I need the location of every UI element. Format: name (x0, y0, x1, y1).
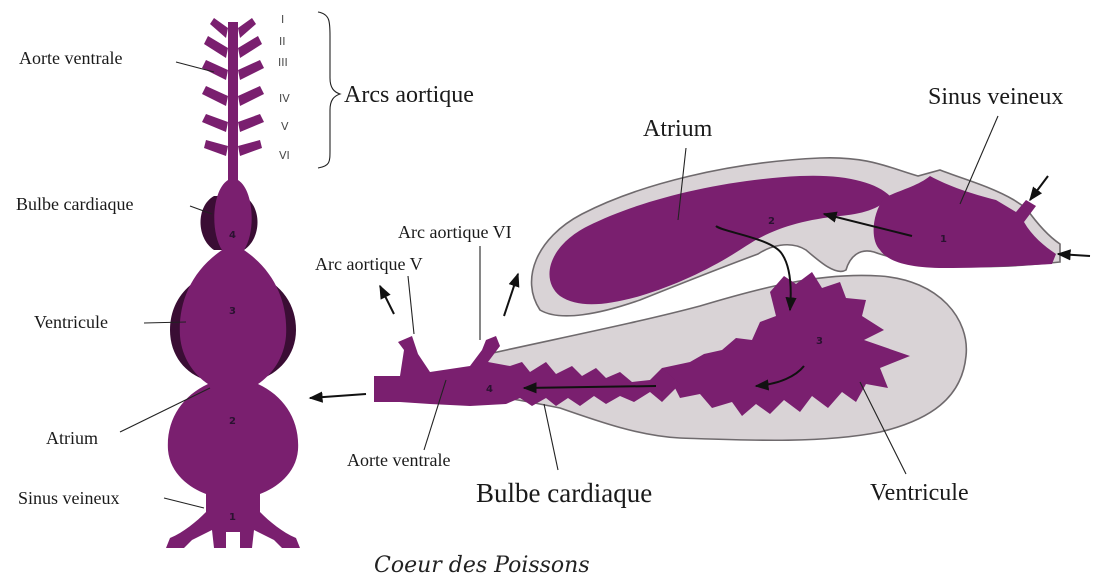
left-aorta-trunk (228, 22, 238, 154)
arches-brace (318, 12, 340, 168)
figure-caption: Coeur des Poissons (374, 553, 590, 578)
arch-numeral-6: VI (279, 149, 290, 162)
left-heart: I II III IV V VI 4 3 2 1 (166, 12, 340, 548)
right-heart: 1 2 3 4 (374, 158, 1060, 440)
arch-numeral-4: IV (279, 92, 290, 105)
arch-numeral-2: II (279, 35, 286, 48)
label-arcs-aortique: Arcs aortique (344, 82, 474, 108)
label-ventricule-right: Ventricule (870, 480, 969, 506)
label-atrium-left: Atrium (46, 428, 98, 448)
right-chamber-number-2: 2 (768, 216, 775, 227)
right-chamber-number-4: 4 (486, 384, 493, 395)
arrow-venous-in-upper (1030, 176, 1048, 200)
arrow-arc-vi-out (504, 274, 518, 316)
label-aorte-ventrale-left: Aorte ventrale (19, 48, 122, 68)
left-chamber-number-3: 3 (229, 306, 236, 317)
arrow-aorta-out (310, 394, 366, 398)
arch-numeral-1: I (281, 13, 284, 26)
label-bulbe-cardiaque-left: Bulbe cardiaque (16, 194, 133, 214)
arch-numeral-3: III (278, 56, 288, 69)
arch-numeral-5: V (281, 120, 289, 133)
left-chamber-number-1: 1 (229, 512, 236, 523)
arrow-venous-in-lower (1058, 254, 1090, 256)
label-arc-aortique-v: Arc aortique V (315, 254, 423, 274)
label-arc-aortique-vi: Arc aortique VI (398, 222, 512, 242)
right-chamber-number-1: 1 (940, 234, 947, 245)
label-bulbe-cardiaque-right: Bulbe cardiaque (476, 478, 652, 508)
left-chamber-number-2: 2 (229, 416, 236, 427)
label-aorte-ventrale-right: Aorte ventrale (347, 450, 450, 470)
arrow-arc-v-out (380, 286, 394, 314)
left-chamber-number-4: 4 (229, 230, 236, 241)
label-atrium-right: Atrium (643, 116, 713, 142)
label-sinus-veineux-left: Sinus veineux (18, 488, 120, 508)
right-chamber-number-3: 3 (816, 336, 823, 347)
label-ventricule-left: Ventricule (34, 312, 108, 332)
label-sinus-veineux-right: Sinus veineux (928, 84, 1063, 110)
left-heart-body (166, 150, 300, 548)
